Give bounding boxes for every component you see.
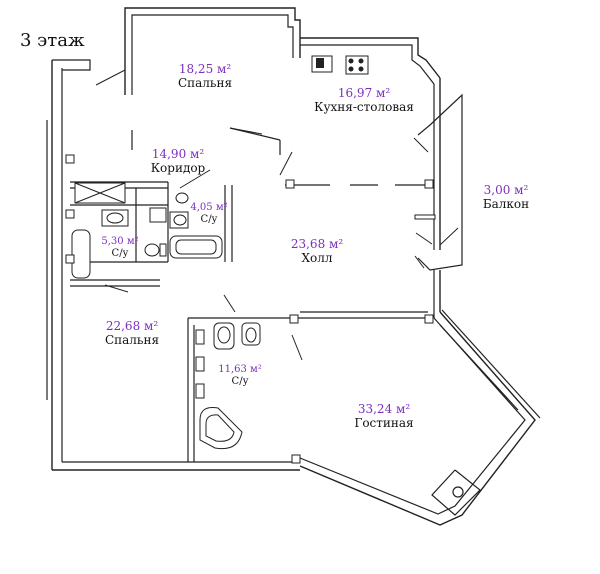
room-name: С/у xyxy=(111,247,129,259)
room-area: 23,68 м² xyxy=(290,237,344,251)
room-bath2: 5,30 м² С/у xyxy=(101,236,138,259)
room-kitchen: 16,97 м² Кухня-столовая xyxy=(314,86,414,115)
room-living: 33,24 м² Гостиная xyxy=(354,402,414,431)
room-hall: 23,68 м² Холл xyxy=(290,237,344,266)
outer-walls xyxy=(46,7,541,526)
room-area: 14,90 м² xyxy=(151,147,205,161)
room-name: Гостиная xyxy=(354,415,414,430)
room-bedroom1: 18,25 м² Спальня xyxy=(177,62,233,91)
room-area: 33,24 м² xyxy=(357,402,411,416)
doors xyxy=(95,69,459,361)
room-name: С/у xyxy=(200,213,218,225)
room-bath3: 11,63 м² С/у xyxy=(218,364,262,387)
room-area: 5,30 м² xyxy=(101,236,139,247)
room-area: 18,25 м² xyxy=(178,62,232,76)
room-balcony: 3,00 м² Балкон xyxy=(482,183,530,212)
room-bath1: 4,05 м² С/у xyxy=(190,202,227,225)
floor-label: 3 этаж xyxy=(20,30,85,51)
room-name: Кухня-столовая xyxy=(314,99,414,114)
room-area: 16,97 м² xyxy=(337,86,391,100)
window-markers xyxy=(65,154,436,464)
room-name: Холл xyxy=(301,250,333,265)
room-bedroom2: 22,68 м² Спальня xyxy=(104,319,160,348)
room-name: С/у xyxy=(231,375,249,387)
room-area: 22,68 м² xyxy=(105,319,159,333)
room-name: Спальня xyxy=(177,75,233,90)
room-area: 11,63 м² xyxy=(218,364,262,375)
room-name: Коридор xyxy=(150,160,206,175)
room-corridor: 14,90 м² Коридор xyxy=(150,147,206,176)
room-name: Балкон xyxy=(482,196,530,211)
room-area: 4,05 м² xyxy=(190,202,228,213)
fixtures xyxy=(71,55,369,450)
room-name: Спальня xyxy=(104,332,160,347)
room-area: 3,00 м² xyxy=(483,183,529,197)
